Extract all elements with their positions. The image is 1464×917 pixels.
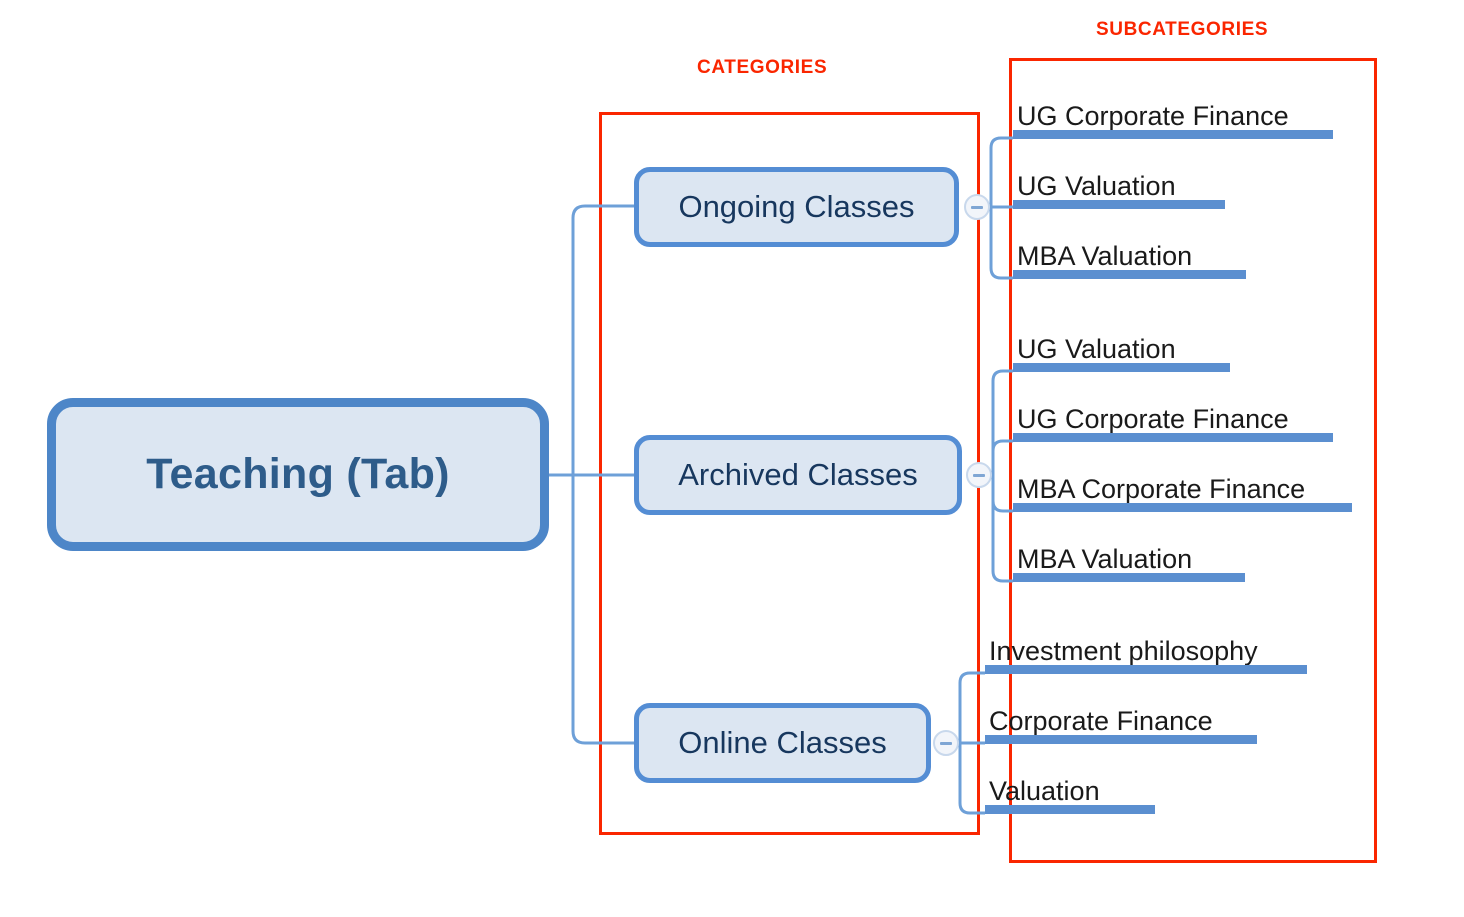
minus-glyph (971, 205, 983, 209)
subcategory-underline-bar (1013, 503, 1352, 512)
subcategory-leaf[interactable]: MBA Corporate Finance (1013, 465, 1358, 512)
category-node-label: Ongoing Classes (678, 189, 915, 224)
root-node-teaching-tab[interactable]: Teaching (Tab) (47, 398, 549, 551)
minus-circle-icon-online-classes[interactable] (933, 730, 959, 756)
subcategory-label: MBA Corporate Finance (1017, 474, 1306, 504)
category-node-archived-classes[interactable]: Archived Classes (634, 435, 962, 515)
subcategory-label: Investment philosophy (989, 636, 1258, 666)
subcategory-underline-bar (1013, 433, 1333, 442)
subcategory-underline-bar (1013, 363, 1230, 372)
subcategory-label: UG Corporate Finance (1017, 404, 1289, 434)
subcategory-underline-bar (985, 665, 1307, 674)
minus-circle-icon-archived-classes[interactable] (966, 462, 992, 488)
category-node-online-classes[interactable]: Online Classes (634, 703, 931, 783)
subcategory-leaf[interactable]: Valuation (985, 767, 1330, 814)
minus-glyph (940, 741, 952, 745)
subcategory-underline-bar (1013, 270, 1246, 279)
subcategory-underline-bar (1013, 573, 1245, 582)
minus-circle-icon-ongoing-classes[interactable] (964, 194, 990, 220)
subcategory-label: Corporate Finance (989, 706, 1213, 736)
root-node-label: Teaching (Tab) (146, 450, 450, 498)
subcategory-leaf[interactable]: MBA Valuation (1013, 535, 1358, 582)
subcategory-label: MBA Valuation (1017, 544, 1193, 574)
subcategory-leaf[interactable]: UG Corporate Finance (1013, 92, 1353, 139)
subcategory-underline-bar (1013, 130, 1333, 139)
subcategories-annotation-label: SUBCATEGORIES (1096, 19, 1269, 40)
subcategory-underline-bar (1013, 200, 1225, 209)
subcategory-label: Valuation (989, 776, 1100, 806)
subcategory-label: UG Valuation (1017, 334, 1176, 364)
subcategory-leaf[interactable]: Investment philosophy (985, 627, 1330, 674)
category-node-ongoing-classes[interactable]: Ongoing Classes (634, 167, 959, 247)
subcategory-label: UG Corporate Finance (1017, 101, 1289, 131)
subcategory-leaf[interactable]: UG Corporate Finance (1013, 395, 1358, 442)
subcategory-leaf[interactable]: MBA Valuation (1013, 232, 1353, 279)
subcategory-leaf[interactable]: UG Valuation (1013, 325, 1358, 372)
subcategory-label: UG Valuation (1017, 171, 1176, 201)
category-node-label: Online Classes (678, 725, 887, 760)
categories-annotation-label: CATEGORIES (697, 57, 828, 78)
category-node-label: Archived Classes (678, 457, 918, 492)
subcategory-underline-bar (985, 735, 1257, 744)
subcategory-label: MBA Valuation (1017, 241, 1193, 271)
subcategory-leaf[interactable]: UG Valuation (1013, 162, 1353, 209)
subcategory-leaf[interactable]: Corporate Finance (985, 697, 1330, 744)
subcategory-underline-bar (985, 805, 1155, 814)
minus-glyph (973, 473, 985, 477)
